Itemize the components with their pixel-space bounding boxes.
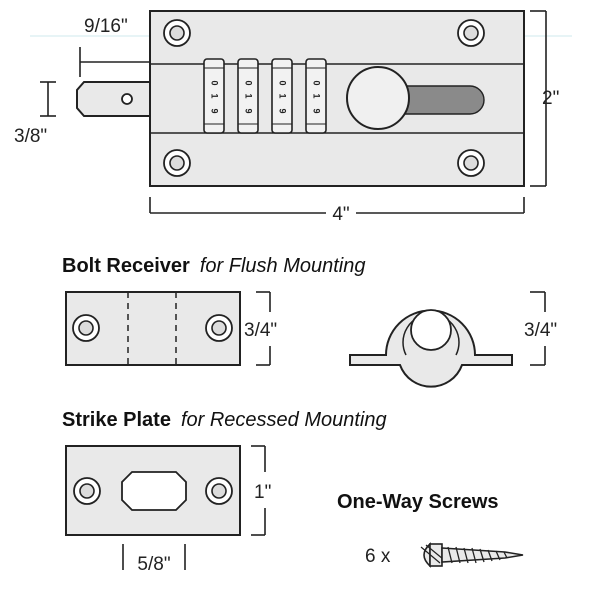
dial-1-digit-bottom: 9 bbox=[210, 108, 220, 113]
dial-3-digit-top: 0 bbox=[278, 80, 288, 85]
mount-hole-bl bbox=[163, 149, 191, 177]
bolt-receiver-front-dimension: 3/4" bbox=[244, 291, 277, 366]
screws-quantity: 6 x bbox=[365, 546, 391, 567]
bolt-receiver-front bbox=[65, 291, 241, 366]
dim-strike-slot: 5/8" bbox=[137, 554, 170, 575]
dial-2-digit-top: 0 bbox=[244, 80, 254, 85]
combination-lock: 0 1 9 0 1 9 0 1 9 0 1 9 bbox=[76, 10, 525, 187]
bolt-receiver-side bbox=[349, 309, 513, 388]
strike-plate-title: Strike Plate for Recessed Mounting bbox=[62, 409, 387, 431]
dial-1: 0 1 9 bbox=[203, 58, 225, 134]
bolt-receiver-title-italic: for Flush Mounting bbox=[200, 255, 366, 277]
bolt-receiver-title-bold: Bolt Receiver bbox=[62, 255, 190, 277]
strike-plate-title-italic: for Recessed Mounting bbox=[181, 409, 387, 431]
dial-3-digit-bottom: 9 bbox=[278, 108, 288, 113]
bolt-receiver-side-dimension: 3/4" bbox=[524, 291, 557, 366]
mount-hole-tl bbox=[163, 19, 191, 47]
dim-receiver-front: 3/4" bbox=[244, 320, 277, 341]
strike-slot bbox=[121, 471, 187, 511]
bolt bbox=[76, 81, 151, 117]
bolt-hole bbox=[121, 93, 133, 105]
dim-strike-height: 1" bbox=[254, 482, 271, 503]
dim-lock-width: 4" bbox=[332, 204, 349, 225]
dim-bolt-height: 3/8" bbox=[14, 126, 47, 147]
dim-receiver-side: 3/4" bbox=[524, 320, 557, 341]
dial-4-digit-bottom: 9 bbox=[312, 108, 322, 113]
combination-dials: 0 1 9 0 1 9 0 1 9 0 1 9 bbox=[203, 58, 327, 134]
lock-dimensions: 9/16" 3/8" 2" 4" bbox=[14, 10, 559, 225]
bolt-receiver-title: Bolt Receiver for Flush Mounting bbox=[62, 255, 365, 277]
dial-4-digit-mid: 1 bbox=[312, 93, 322, 98]
mount-hole-tr bbox=[457, 19, 485, 47]
dim-bolt-offset: 9/16" bbox=[84, 16, 128, 37]
slider-knob bbox=[346, 66, 410, 130]
dial-4-digit-top: 0 bbox=[312, 80, 322, 85]
mount-hole-br bbox=[457, 149, 485, 177]
strike-plate-dimensions: 1" 5/8" bbox=[122, 445, 271, 575]
dial-4: 0 1 9 bbox=[305, 58, 327, 134]
dial-2-digit-mid: 1 bbox=[244, 93, 254, 98]
screw-icon bbox=[420, 542, 524, 568]
dial-2: 0 1 9 bbox=[237, 58, 259, 134]
receiver-bolt-opening bbox=[410, 309, 452, 351]
dial-2-digit-bottom: 9 bbox=[244, 108, 254, 113]
strike-plate bbox=[65, 445, 241, 536]
dial-3-digit-mid: 1 bbox=[278, 93, 288, 98]
dial-1-digit-mid: 1 bbox=[210, 93, 220, 98]
dial-3: 0 1 9 bbox=[271, 58, 293, 134]
dial-1-digit-top: 0 bbox=[210, 80, 220, 85]
strike-plate-title-bold: Strike Plate bbox=[62, 409, 171, 431]
screws-title: One-Way Screws bbox=[337, 491, 499, 513]
dim-lock-height: 2" bbox=[542, 88, 559, 109]
